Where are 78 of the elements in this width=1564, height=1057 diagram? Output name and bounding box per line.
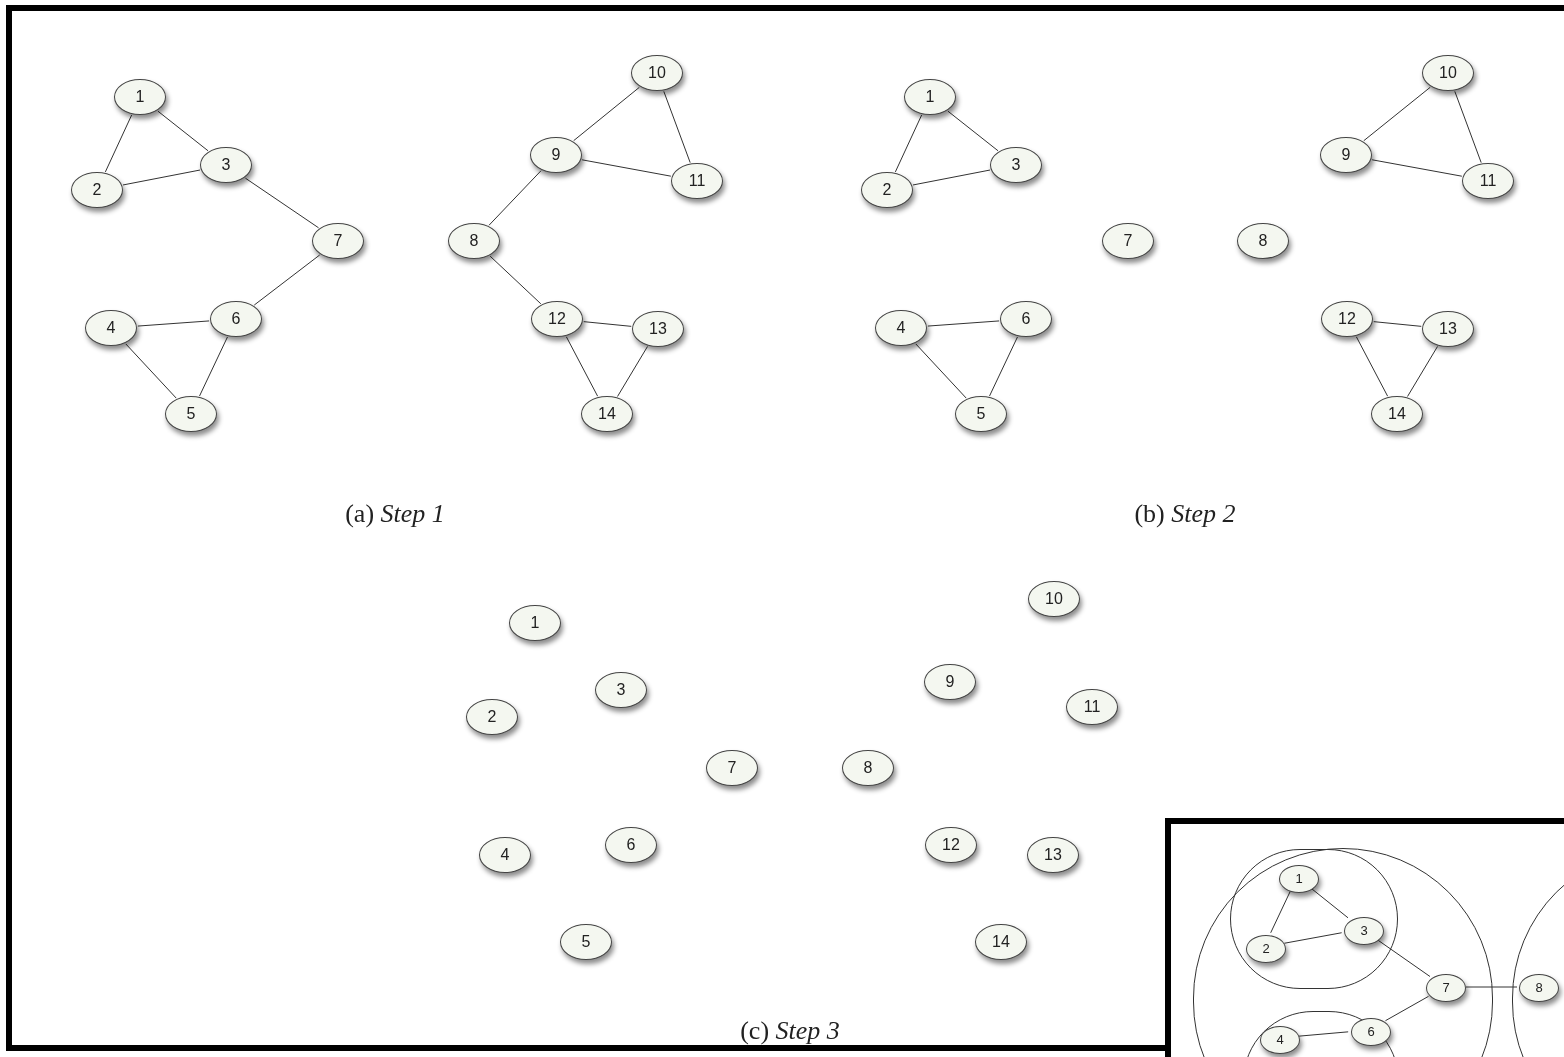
graph-node: 1: [114, 79, 166, 115]
graph-edge: [122, 169, 201, 186]
graph-edge: [989, 336, 1018, 397]
graph-node: 11: [671, 163, 723, 199]
graph-node: 8: [842, 750, 894, 786]
graph-node: 12: [925, 827, 977, 863]
graph-node: 12: [1321, 301, 1373, 337]
graph-node: 13: [1422, 311, 1474, 347]
graph-node: 8: [448, 223, 500, 259]
graph-edge: [1363, 86, 1431, 142]
graph-node: 2: [466, 699, 518, 735]
graph-edge: [244, 177, 320, 229]
graph-edge: [253, 254, 321, 306]
graph-edge: [1465, 986, 1518, 988]
graph-edge: [489, 255, 542, 305]
graph-node: 11: [1066, 689, 1118, 725]
graph-node: 2: [861, 172, 913, 208]
graph-edge: [617, 346, 648, 397]
graph-edge: [583, 321, 632, 327]
graph-node: 3: [990, 147, 1042, 183]
graph-node: 1: [509, 605, 561, 641]
graph-edge: [157, 110, 209, 152]
graph-node: 11: [1462, 163, 1514, 199]
graph-edge: [137, 320, 210, 327]
graph-node: 1: [904, 79, 956, 115]
graph-edge: [1283, 932, 1343, 944]
graph-node: 5: [560, 924, 612, 960]
graph-node: 4: [875, 310, 927, 346]
graph-node: 8: [1237, 223, 1289, 259]
graph-node: 9: [1320, 137, 1372, 173]
graph-node: 7: [1102, 223, 1154, 259]
graph-edge: [947, 110, 999, 152]
graph-node: 3: [200, 147, 252, 183]
graph-edge: [1371, 159, 1463, 177]
graph-node: 14: [975, 924, 1027, 960]
graph-node: 5: [955, 396, 1007, 432]
graph-node: 6: [210, 301, 262, 337]
subfigure-caption: (c) Step 3: [740, 1014, 840, 1047]
graph-node: 14: [581, 396, 633, 432]
subfigure-caption: (a) Step 1: [345, 497, 445, 530]
graph-node: 12: [531, 301, 583, 337]
graph-node: 10: [1422, 55, 1474, 91]
graph-edge: [894, 114, 923, 173]
graph-edge: [199, 336, 228, 397]
graph-edge: [912, 169, 991, 186]
graph-node: 9: [924, 664, 976, 700]
graph-edge: [1384, 995, 1430, 1022]
graph-node: 6: [605, 827, 657, 863]
graph-node: 10: [1028, 581, 1080, 617]
graph-edge: [565, 336, 599, 397]
graph-node: 13: [1027, 837, 1079, 873]
graph-edge: [1298, 1031, 1349, 1037]
graph-node: 7: [312, 223, 364, 259]
graph-edge: [663, 90, 691, 164]
graph-node: 5: [165, 396, 217, 432]
graph-edge: [1407, 346, 1438, 397]
graph-node: 3: [595, 672, 647, 708]
graph-node: 7: [706, 750, 758, 786]
graph-edge: [488, 170, 542, 226]
graph-edge: [1270, 890, 1291, 934]
graph-node: 13: [632, 311, 684, 347]
graph-node: 14: [1371, 396, 1423, 432]
graph-node: 9: [530, 137, 582, 173]
graph-edge: [581, 159, 672, 177]
graph-edge: [915, 343, 967, 399]
graph-node: 10: [631, 55, 683, 91]
graph-node: 4: [479, 837, 531, 873]
graph-edge: [573, 86, 640, 142]
graph-node: 6: [1000, 301, 1052, 337]
graph-edge: [125, 343, 177, 399]
graph-node: 4: [85, 310, 137, 346]
graph-edge: [104, 114, 133, 173]
graph-edge: [1355, 336, 1389, 397]
subfigure-caption: (b) Step 2: [1134, 497, 1236, 530]
graph-edge: [927, 320, 1000, 327]
graph-edge: [1454, 90, 1482, 164]
graph-edge: [1373, 321, 1422, 327]
graph-node: 2: [71, 172, 123, 208]
